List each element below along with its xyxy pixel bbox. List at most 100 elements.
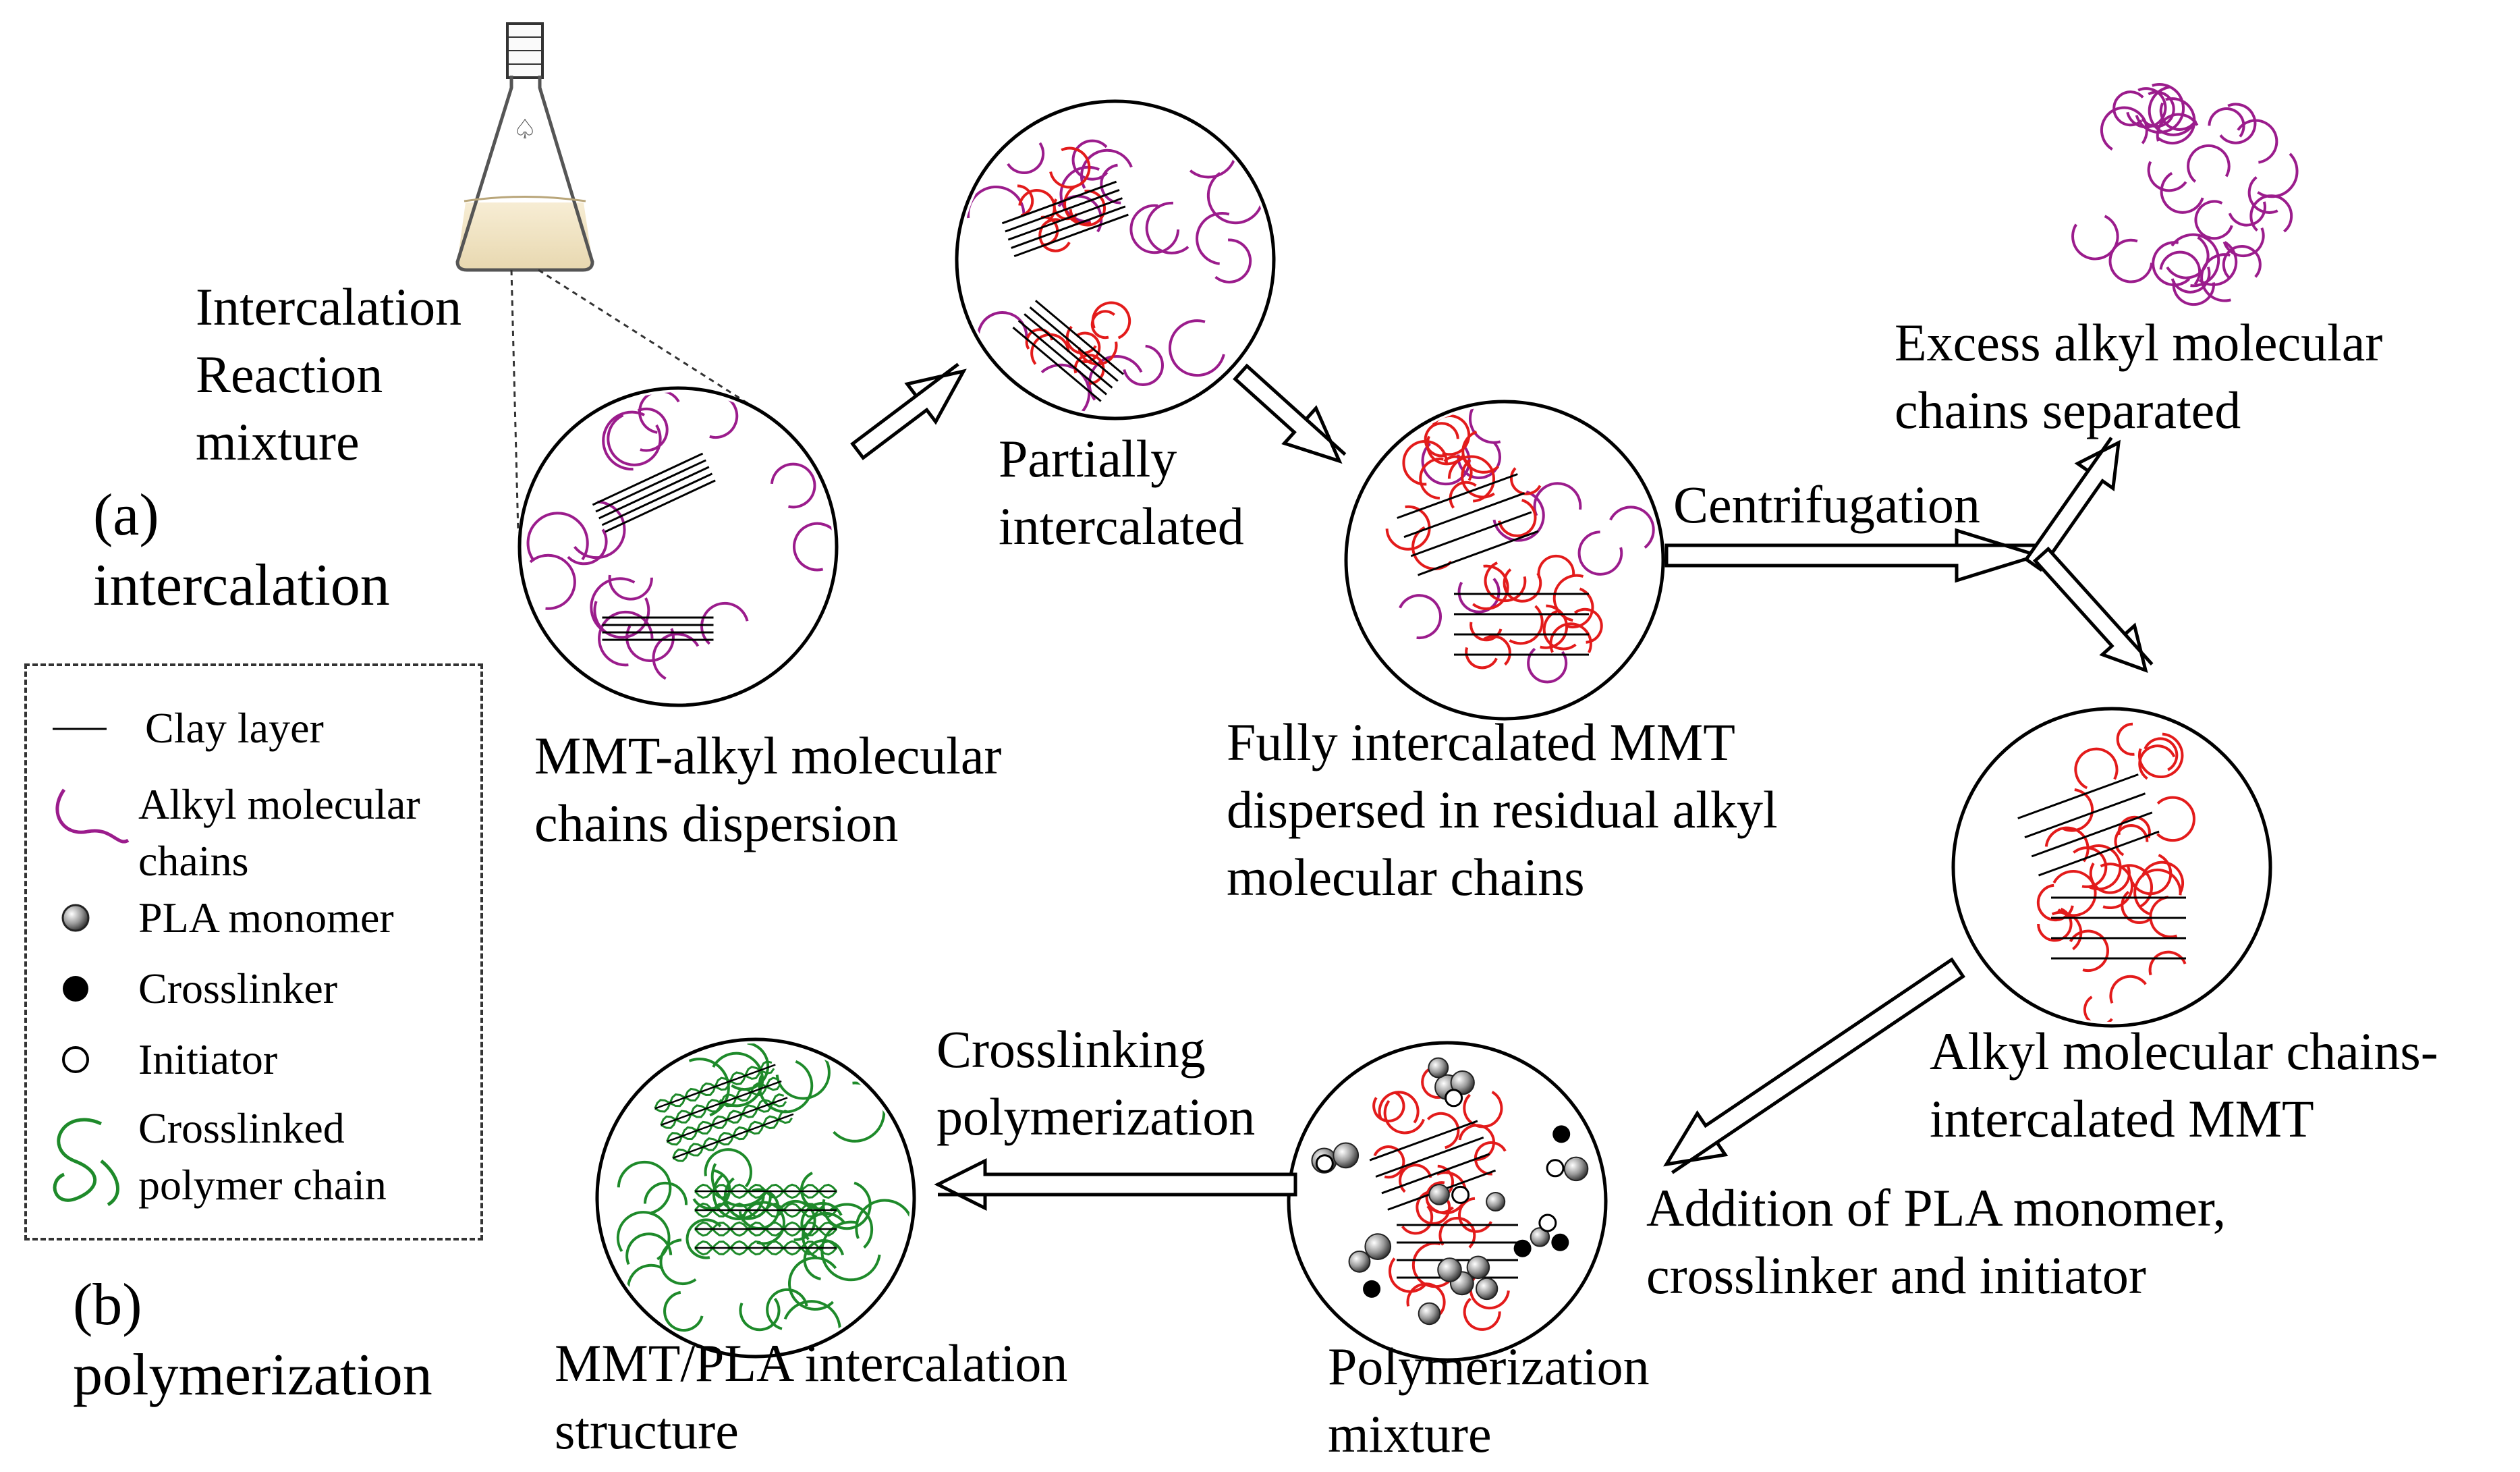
crosslinker-particle: [1513, 1239, 1532, 1257]
stage-intercalated-label: Alkyl molecular chains- intercalated MMT: [1930, 1022, 2438, 1148]
alkyl-chain: [2141, 90, 2175, 128]
monomer-particle: [1437, 1257, 1462, 1282]
alkyl-chain: [1059, 165, 1100, 223]
intercalated-chain: [1411, 526, 1453, 570]
alkyl-chain: [2100, 106, 2148, 151]
alkyl-chain: [2194, 200, 2233, 240]
alkyl-chain: [2147, 161, 2187, 192]
alkyl-chain: [1214, 238, 1252, 283]
alkyl-chain: [2249, 194, 2293, 233]
fork-arrow-icon: [1664, 437, 2154, 673]
intercalated-chain: [1401, 1205, 1434, 1235]
intercalated-chain: [2138, 744, 2176, 780]
stage-intercalated-circle: [1951, 707, 2272, 1028]
polymer-chain: [788, 1256, 837, 1311]
clay-layer: [1012, 327, 1102, 402]
polymer-chain: [704, 1148, 752, 1188]
svg-text:♤: ♤: [513, 114, 537, 145]
clay-layer: [1369, 1120, 1478, 1162]
alkyl-chain: [2219, 103, 2257, 144]
intercalated-chain: [1091, 301, 1131, 339]
alkyl-chain: [1123, 344, 1164, 386]
clay-layer: [1029, 306, 1119, 382]
intercalated-chain: [1498, 499, 1537, 537]
intercalated-chain: [2149, 896, 2178, 939]
intercalated-chain: [1389, 1257, 1428, 1293]
alkyl-chain: [2222, 245, 2262, 280]
alkyl-chain: [607, 414, 662, 466]
clay-stack: [2051, 896, 2186, 960]
legend-clay-label: Clay layer: [145, 704, 324, 752]
intercalated-chain: [1372, 1091, 1405, 1122]
diagonal-arrow-icon: [1663, 957, 1965, 1174]
monomer-particle: [1428, 1057, 1449, 1079]
clay-stack: [1397, 473, 1539, 576]
polymer-chain: [855, 1199, 910, 1239]
initiator-particle: [1445, 1089, 1463, 1108]
initiator-icon: [62, 1046, 89, 1073]
panel-a-label: (a) intercalation: [93, 483, 390, 618]
intercalated-chain: [1063, 184, 1092, 225]
intercalated-chain: [1510, 467, 1542, 495]
alkyl-chain: [1169, 319, 1225, 377]
clay-stack: [1001, 180, 1129, 258]
stage-poly-mix-label: Polymerization mixture: [1328, 1337, 1650, 1463]
intercalated-chain: [1482, 634, 1511, 666]
clay-stack: [1369, 1120, 1496, 1211]
intercalated-chain: [1018, 189, 1056, 225]
intercalated-chain: [2114, 824, 2149, 856]
clay-layer: [1417, 530, 1539, 576]
stage-dispersion-label: MMT-alkyl molecular chains dispersion: [534, 726, 1002, 852]
alkyl-chain: [700, 601, 749, 645]
monomer-particle: [1475, 1277, 1499, 1301]
polymer-chain: [616, 1211, 671, 1261]
intercalated-chain: [1075, 331, 1101, 363]
clay-layer: [1375, 1136, 1484, 1178]
crosslinker-particle: [1552, 1125, 1571, 1143]
initiator-particle: [1451, 1185, 1470, 1204]
intercalated-chain: [2117, 815, 2151, 839]
intercalated-chain: [1069, 190, 1106, 227]
intercalated-chain: [1402, 439, 1448, 486]
flask-caption: Intercalation Reaction mixture: [196, 277, 462, 471]
alkyl-chain: [608, 574, 653, 601]
intercalated-chain: [2116, 722, 2135, 756]
clay-stack: [592, 452, 716, 533]
polymer-chain: [766, 1288, 808, 1330]
polymer-chain: [829, 1203, 874, 1249]
polymer-chain: [663, 1290, 704, 1332]
clay-layer: [1397, 473, 1518, 519]
polymer-chain: [688, 1058, 730, 1117]
intercalated-chain: [2137, 732, 2184, 779]
polymer-chain: [822, 1181, 872, 1230]
alkyl-chain: [1609, 506, 1655, 549]
intercalated-chain: [1465, 647, 1498, 670]
alkyl-chain: [573, 500, 626, 560]
intercalated-chain: [2100, 863, 2134, 910]
alkyl-chain: [1399, 594, 1442, 640]
alkyl-chain: [1527, 647, 1568, 684]
legend: [24, 663, 483, 1241]
alkyl-chain: [602, 410, 645, 471]
intercalated-chain: [2083, 996, 2113, 1022]
intercalated-chain: [2036, 883, 2074, 922]
stage-full-circle: [1344, 400, 1665, 721]
intercalated-chain: [2120, 864, 2153, 908]
clay-layer: [2031, 811, 2153, 858]
intercalated-chain: [2156, 796, 2195, 842]
clay-layer: [2038, 830, 2160, 877]
monomer-particle: [1418, 1302, 1441, 1326]
alkyl-chain: [2159, 102, 2197, 131]
intercalated-chain: [1426, 1112, 1460, 1149]
clay-layer: [1034, 300, 1125, 375]
intercalated-chain: [1030, 333, 1070, 365]
monomer-particle: [1486, 1191, 1506, 1212]
alkyl-chain: [1145, 201, 1189, 254]
polymer-chain: [803, 1239, 845, 1280]
crosslinker-particle: [1363, 1280, 1381, 1298]
polymer-chain: [777, 1199, 816, 1241]
intercalated-chain: [1373, 1145, 1405, 1179]
initiator-particle: [1546, 1159, 1565, 1178]
alkyl-chain: [2152, 241, 2191, 287]
alkyl-chain: [2172, 280, 2216, 306]
